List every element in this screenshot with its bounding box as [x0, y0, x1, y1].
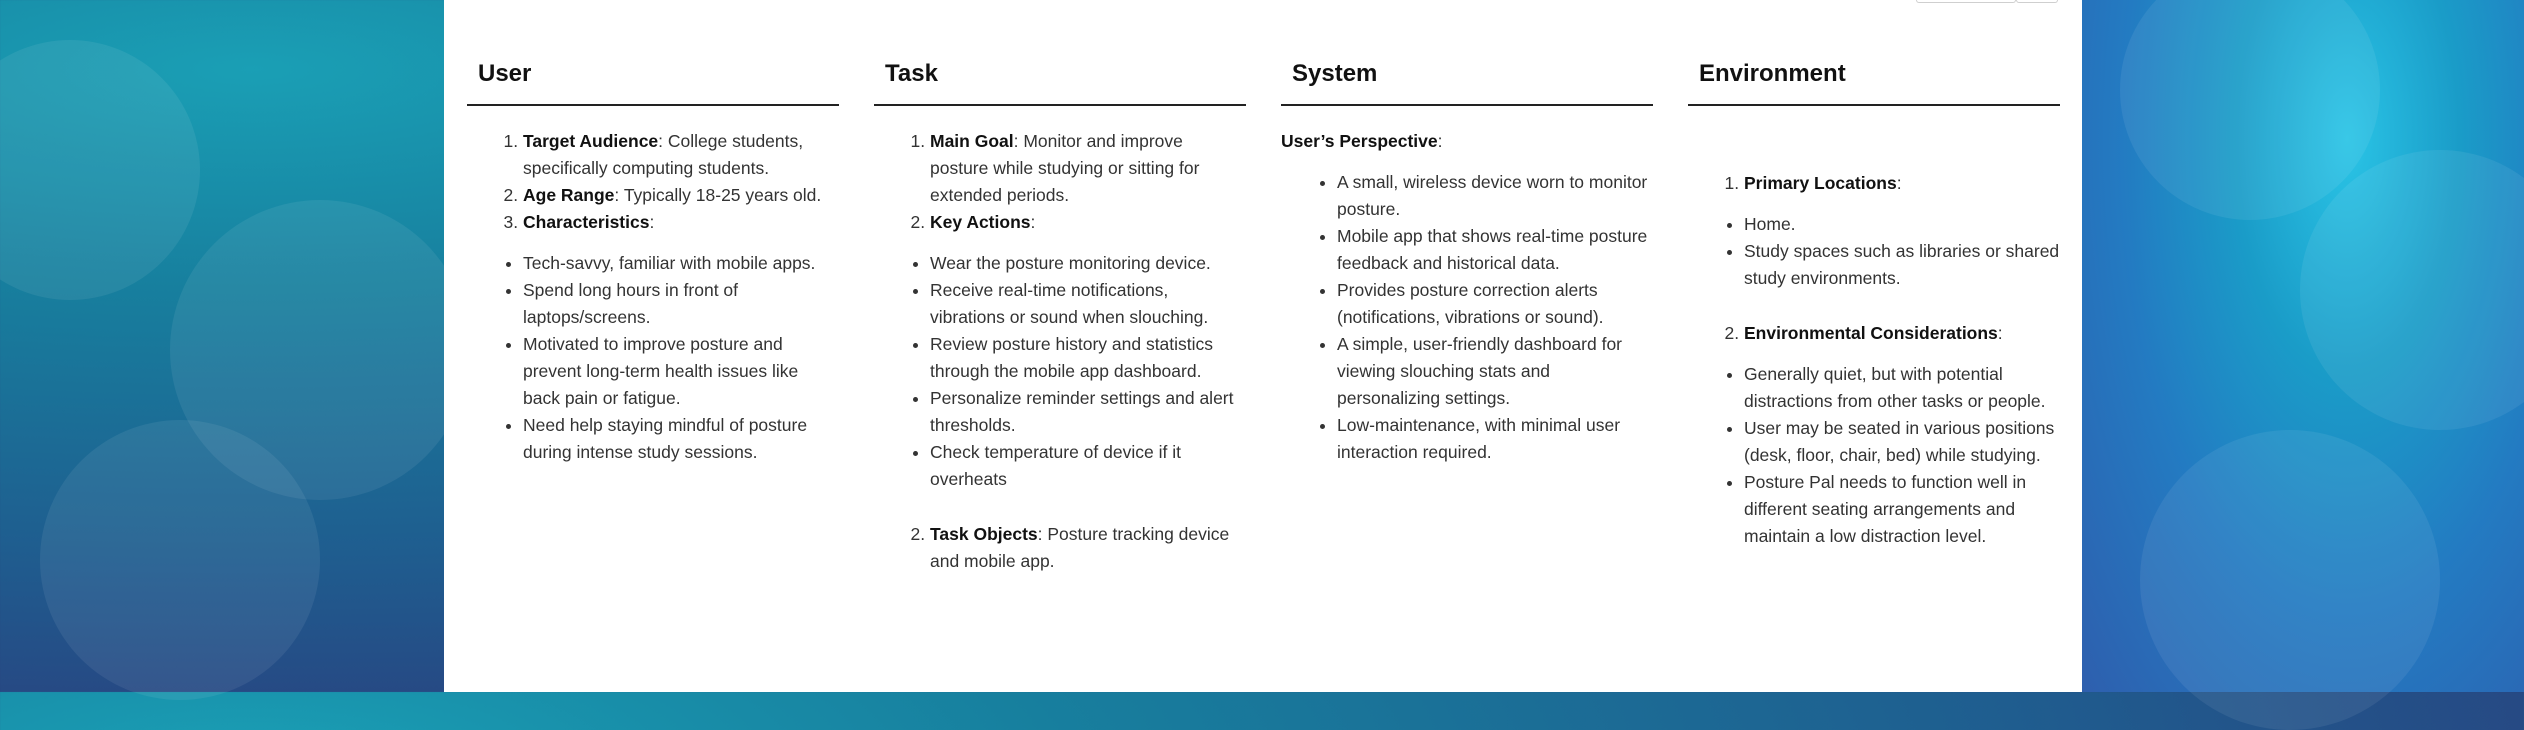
environment-locations-list: Home. Study spaces such as libraries or … [1688, 211, 2060, 292]
system-column: System User’s Perspective: A small, wire… [1281, 56, 1653, 575]
list-item: Check temperature of device if it overhe… [930, 439, 1246, 493]
list-item: Need help staying mindful of posture dur… [523, 412, 839, 466]
bokeh-bubble [0, 40, 200, 300]
environment-primary-list: Primary Locations: [1688, 170, 2060, 197]
list-item: Home. [1744, 211, 2060, 238]
list-item: Personalize reminder settings and alert … [930, 385, 1246, 439]
bokeh-bubble [40, 420, 320, 700]
system-heading: System [1281, 56, 1653, 106]
system-list: A small, wireless device worn to monitor… [1281, 169, 1653, 466]
list-item: Wear the posture monitoring device. [930, 250, 1246, 277]
list-item: Age Range: Typically 18-25 years old. [523, 182, 839, 209]
task-column: Task Main Goal: Monitor and improve post… [874, 56, 1246, 575]
spacer [1688, 128, 2060, 170]
environment-column: Environment Primary Locations: Home. Stu… [1688, 56, 2060, 575]
environment-considerations-list: Environmental Considerations: [1688, 320, 2060, 347]
user-perspective-label: User’s Perspective: [1281, 131, 1443, 151]
list-item: Tech-savvy, familiar with mobile apps. [523, 250, 839, 277]
list-item: Receive real-time notifications, vibrati… [930, 277, 1246, 331]
task-objects-list: Task Objects: Posture tracking device an… [874, 521, 1246, 575]
task-list: Main Goal: Monitor and improve posture w… [874, 128, 1246, 236]
list-item: Low-maintenance, with minimal user inter… [1337, 412, 1653, 466]
bokeh-bubble [2300, 150, 2524, 430]
user-heading: User [467, 56, 839, 106]
toolbar-stub [1916, 0, 2058, 3]
user-list: Target Audience: College students, speci… [467, 128, 839, 236]
list-item: Characteristics: [523, 209, 839, 236]
list-item: Study spaces such as libraries or shared… [1744, 238, 2060, 292]
list-item: Primary Locations: [1744, 170, 2060, 197]
toolbar-button[interactable] [2016, 0, 2058, 3]
list-item: Provides posture correction alerts (noti… [1337, 277, 1653, 331]
list-item: Mobile app that shows real-time posture … [1337, 223, 1653, 277]
bokeh-bubble [2140, 430, 2440, 730]
user-characteristics-list: Tech-savvy, familiar with mobile apps. S… [467, 250, 839, 466]
user-column: User Target Audience: College students, … [467, 56, 839, 575]
list-item: Spend long hours in front of laptops/scr… [523, 277, 839, 331]
task-heading: Task [874, 56, 1246, 106]
list-item: Review posture history and statistics th… [930, 331, 1246, 385]
list-item: User may be seated in various positions … [1744, 415, 2060, 469]
background-right [2082, 0, 2524, 692]
list-item: Task Objects: Posture tracking device an… [930, 521, 1246, 575]
toolbar-button[interactable] [1916, 0, 2016, 3]
list-item: Main Goal: Monitor and improve posture w… [930, 128, 1246, 209]
list-item: Generally quiet, but with potential dist… [1744, 361, 2060, 415]
list-item: A small, wireless device worn to monitor… [1337, 169, 1653, 223]
task-actions-list: Wear the posture monitoring device. Rece… [874, 250, 1246, 493]
list-item: Motivated to improve posture and prevent… [523, 331, 839, 412]
list-item: Target Audience: College students, speci… [523, 128, 839, 182]
environment-heading: Environment [1688, 56, 2060, 106]
list-item: Environmental Considerations: [1744, 320, 2060, 347]
list-item: A simple, user-friendly dashboard for vi… [1337, 331, 1653, 412]
environment-considerations-bullets: Generally quiet, but with potential dist… [1688, 361, 2060, 550]
list-item: Key Actions: [930, 209, 1246, 236]
content-panel: User Target Audience: College students, … [444, 0, 2082, 692]
list-item: Posture Pal needs to function well in di… [1744, 469, 2060, 550]
columns: User Target Audience: College students, … [467, 56, 2060, 575]
bokeh-bubble [2120, 0, 2380, 220]
bokeh-bubble [170, 200, 470, 500]
